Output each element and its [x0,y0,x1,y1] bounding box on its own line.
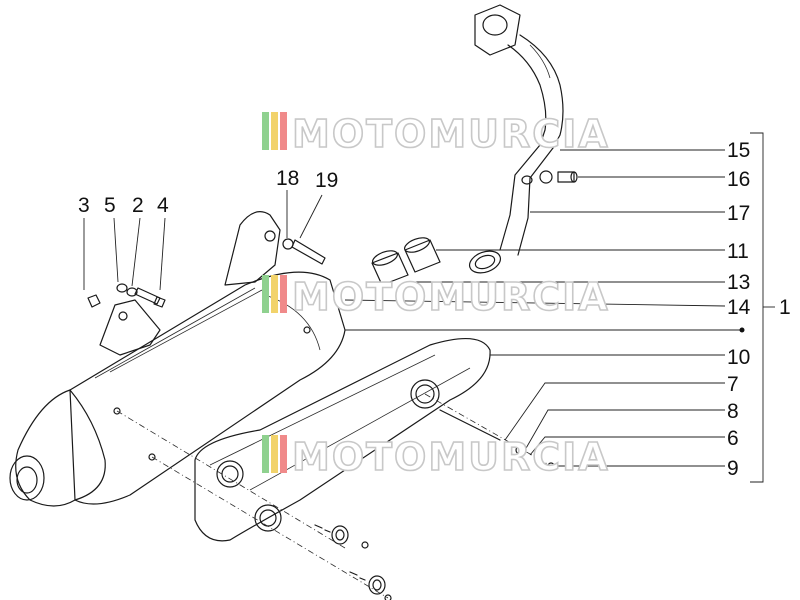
callout-19: 19 [315,169,338,192]
fasteners [87,170,578,600]
callout-15: 15 [727,139,750,162]
callout-16: 16 [727,168,750,191]
callout-labels: 3 5 2 4 18 19 15 16 17 11 13 14 1 10 7 8… [78,139,791,480]
heat-shield [194,337,491,542]
callout-1: 1 [779,296,791,319]
watermark-middle: MOTOMURCIA [262,274,610,320]
upper-bracket [224,211,281,286]
leader-lines [83,132,775,483]
mounting-bracket [99,299,161,356]
callout-8: 8 [727,400,739,423]
callout-4: 4 [157,194,169,217]
watermark-middle-text: MOTOMURCIA [292,275,610,319]
muffler-body [9,271,346,507]
callout-14: 14 [727,296,751,319]
callout-5: 5 [104,194,116,217]
callout-18: 18 [276,167,299,190]
watermark-top-text: MOTOMURCIA [292,112,610,156]
watermark-top: MOTOMURCIA [262,111,610,157]
watermark-bottom: MOTOMURCIA [262,434,610,480]
callout-17: 17 [727,202,750,225]
callout-13: 13 [727,271,750,294]
callout-10: 10 [727,346,750,369]
exhaust-pipe [468,4,564,274]
callout-6: 6 [727,427,739,450]
callout-3: 3 [78,194,90,217]
sleeve-gasket [371,237,441,286]
callout-11: 11 [727,240,749,263]
callout-9: 9 [727,457,739,480]
callout-2: 2 [132,194,144,217]
callout-7: 7 [727,373,739,396]
watermark-bottom-text: MOTOMURCIA [292,435,610,479]
